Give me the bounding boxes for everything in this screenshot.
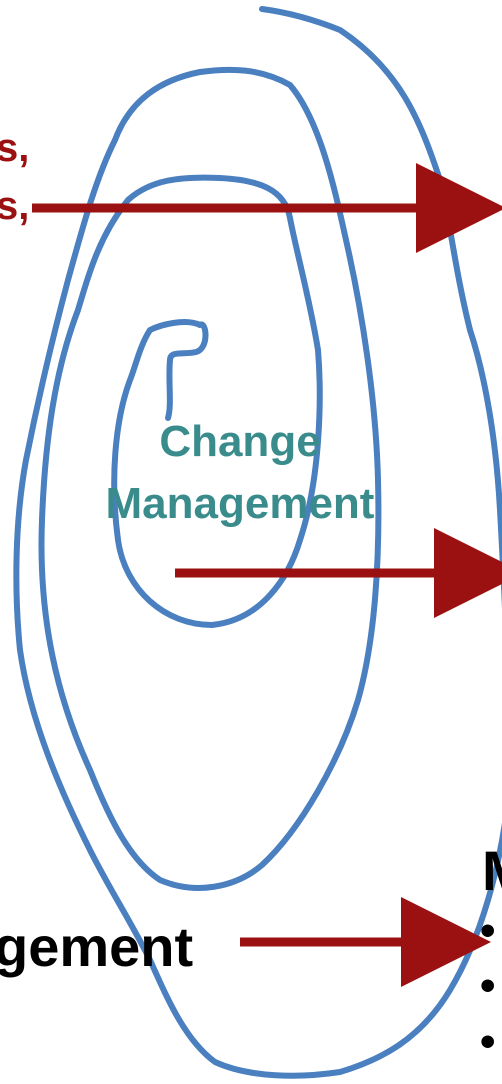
bottom-left-label: gement [0,915,193,978]
bullet-3: • [480,1017,495,1066]
center-label-line2: Management [106,479,375,528]
right-heading: M [482,839,502,902]
bullet-1: • [480,906,495,955]
center-label-line1: Change [159,417,320,466]
top-label-line1: s, [0,126,29,170]
bullet-2: • [480,961,495,1010]
top-label-line2: s, [0,184,29,228]
